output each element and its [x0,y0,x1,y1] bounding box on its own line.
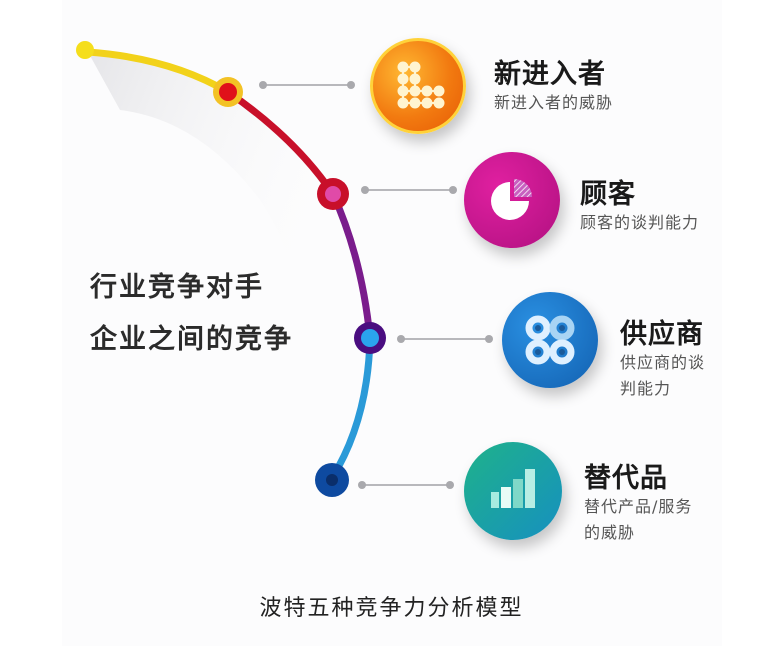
industry-rivals-label: 行业竞争对手 企业之间的竞争 [90,262,293,366]
substitutes-desc-line2: 的威胁 [584,523,636,542]
customers-title: 顾客 [580,179,636,210]
substitutes-desc-line1: 替代产品/服务 [584,497,693,516]
new-entrants-desc: 新进入者的威胁 [494,93,614,112]
substitutes-badge [464,442,562,540]
suppliers-desc-line2: 判能力 [620,379,672,398]
bar-chart-icon [491,469,535,508]
dot-grid-icon [397,61,445,109]
new-entrants-title: 新进入者 [494,59,606,90]
suppliers-badge [502,292,598,388]
connector-line-4 [358,481,454,489]
customers-badge [464,152,560,248]
customers-desc: 顾客的谈判能力 [580,213,700,232]
diagram-caption: 波特五种竞争力分析模型 [259,596,524,621]
connector-line-3 [397,335,493,343]
four-rings-icon [525,315,575,365]
pie-chart-icon [491,179,532,220]
industry-rivals-line1: 行业竞争对手 [90,272,264,303]
connector-line-1 [259,81,355,89]
suppliers-title: 供应商 [620,319,704,350]
new-entrants-badge [370,38,466,134]
suppliers-desc-line1: 供应商的谈 [620,353,706,372]
industry-rivals-line2: 企业之间的竞争 [90,324,293,355]
connector-line-2 [361,186,457,194]
substitutes-title: 替代品 [584,463,668,494]
